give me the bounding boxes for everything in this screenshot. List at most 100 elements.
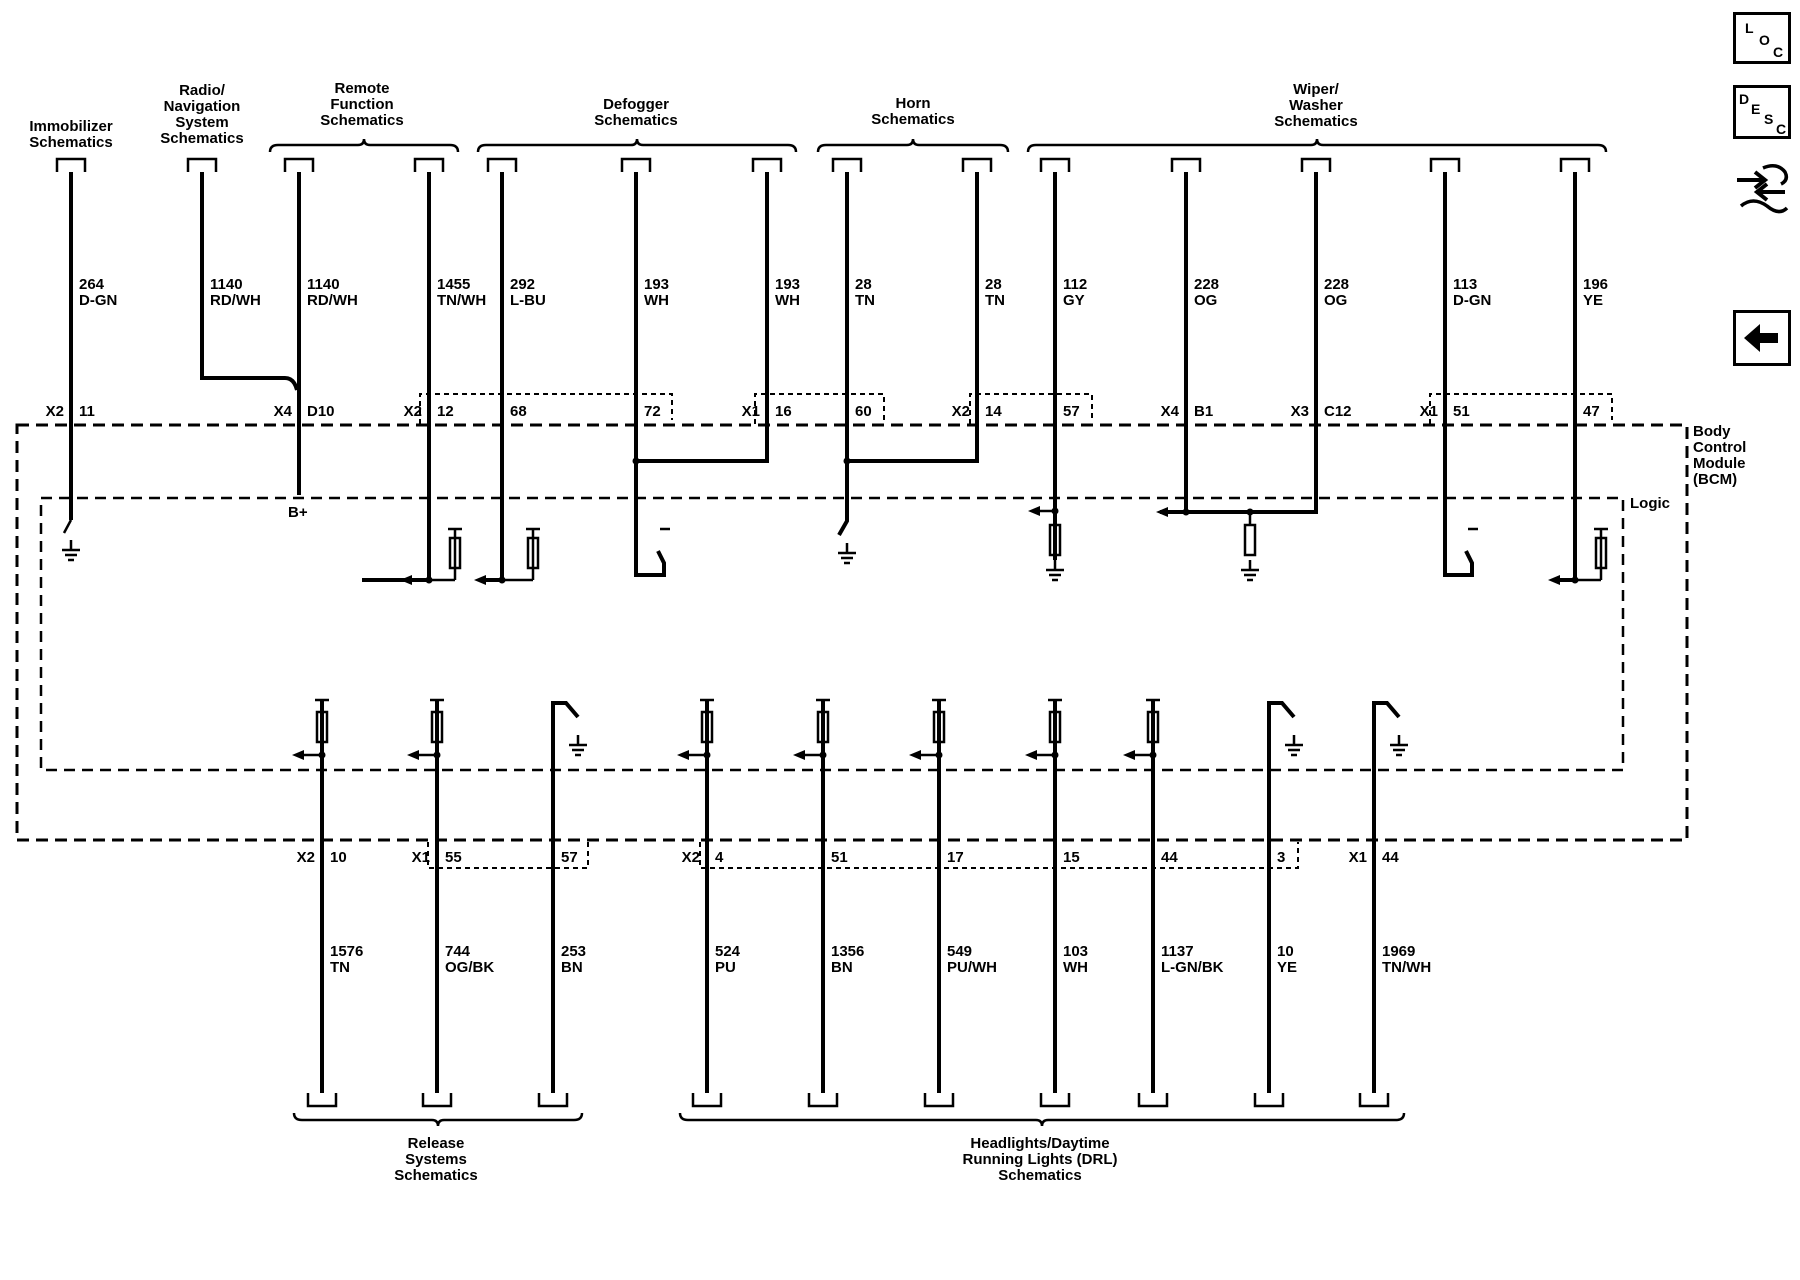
connector-terminal xyxy=(1429,157,1461,172)
junction-dot xyxy=(703,751,711,759)
connector-terminal xyxy=(1170,157,1202,172)
wire-color-code: L-GN/BK xyxy=(1161,959,1224,976)
wire-color-code: WH xyxy=(775,292,800,309)
description-button[interactable]: D E S C xyxy=(1733,85,1791,139)
logic-boundary xyxy=(39,496,1625,772)
top-group-label: Washer xyxy=(1289,97,1343,114)
wire-color-code: L-BU xyxy=(510,292,546,309)
ground-symbol xyxy=(838,543,856,565)
wire-color-code: TN xyxy=(985,292,1005,309)
pin-number: 55 xyxy=(445,849,462,866)
connector-terminal xyxy=(306,1093,338,1108)
logic-label: Logic xyxy=(1630,495,1670,512)
pin-number: 12 xyxy=(437,403,454,420)
description-letter-e: E xyxy=(1751,101,1761,117)
wire-switch-output xyxy=(1267,701,1296,1093)
pin-number: D10 xyxy=(307,403,335,420)
junction-dot xyxy=(1182,508,1190,516)
top-group-label: Immobilizer xyxy=(29,118,113,135)
connector-terminal xyxy=(486,157,518,172)
location-letter-c: C xyxy=(1773,44,1784,60)
bcm-label-3: (BCM) xyxy=(1693,471,1737,488)
connector-id: X1 xyxy=(1349,849,1367,866)
description-letter-d: D xyxy=(1739,91,1750,107)
group-bracket xyxy=(678,1112,1406,1127)
connector-id: X2 xyxy=(297,849,315,866)
ground-symbol xyxy=(1241,560,1259,582)
wire-circuit-number: 10 xyxy=(1277,943,1294,960)
connector-terminal xyxy=(55,157,87,172)
connector-repair-icon[interactable] xyxy=(1733,160,1791,220)
description-letter-s: S xyxy=(1764,111,1774,127)
top-group-label: Schematics xyxy=(594,112,677,129)
pin-number: 51 xyxy=(831,849,848,866)
wire-circuit-number: 1140 xyxy=(210,276,243,293)
pin-number: 14 xyxy=(985,403,1002,420)
signal-arrow xyxy=(1028,506,1040,516)
wire-color-code: D-GN xyxy=(79,292,117,309)
junction-dot xyxy=(433,751,441,759)
wire-circuit-number: 292 xyxy=(510,276,535,293)
internal-circuits xyxy=(419,393,1613,869)
connector-terminal xyxy=(1300,157,1332,172)
top-group-label: Defogger xyxy=(603,96,669,113)
wire-color-code: YE xyxy=(1277,959,1297,976)
top-group-label: Schematics xyxy=(871,111,954,128)
ground-symbol xyxy=(1046,560,1064,582)
wire-color-code: OG xyxy=(1324,292,1347,309)
ground-symbol xyxy=(1390,735,1408,757)
wire-circuit-number: 28 xyxy=(985,276,1002,293)
pin-number: 15 xyxy=(1063,849,1080,866)
wire-292 xyxy=(485,172,504,582)
bottom-group-label: Headlights/Daytime xyxy=(970,1135,1109,1152)
wire-color-code: YE xyxy=(1583,292,1603,309)
wire-circuit-number: 228 xyxy=(1194,276,1219,293)
wire-color-code: PU xyxy=(715,959,736,976)
junction-dot xyxy=(935,751,943,759)
wire-circuit-number: 744 xyxy=(445,943,471,960)
pin-number: 17 xyxy=(947,849,964,866)
wire-color-code: OG xyxy=(1194,292,1217,309)
wire-color-code: RD/WH xyxy=(307,292,358,309)
wire-switch-output xyxy=(1372,701,1401,1093)
pin-number: 10 xyxy=(330,849,347,866)
connector-terminal xyxy=(537,1093,569,1108)
connector-id: X1 xyxy=(1420,403,1438,420)
top-group-label: Navigation xyxy=(164,98,241,115)
switch-contact xyxy=(62,519,73,534)
location-button[interactable]: L O C xyxy=(1733,12,1791,64)
location-letter-o: O xyxy=(1759,32,1770,48)
bottom-group-label: Schematics xyxy=(998,1167,1081,1184)
wire-circuit-number: 112 xyxy=(1063,276,1087,293)
pin-number: 11 xyxy=(79,403,95,420)
wire-circuit-number: 524 xyxy=(715,943,741,960)
back-button[interactable] xyxy=(1733,310,1791,366)
wire-circuit-number: 1969 xyxy=(1382,943,1415,960)
connector-terminal xyxy=(413,157,445,172)
wire-color-code: D-GN xyxy=(1453,292,1491,309)
signal-arrow xyxy=(407,750,419,760)
signal-arrow xyxy=(909,750,921,760)
signal-arrow xyxy=(793,750,805,760)
connector-terminal xyxy=(691,1093,723,1108)
signal-arrow xyxy=(292,750,304,760)
resistor xyxy=(448,536,462,570)
connector-shell xyxy=(969,393,1093,424)
junction-dot xyxy=(1051,751,1059,759)
wire-color-code: BN xyxy=(561,959,583,976)
top-group-label: Schematics xyxy=(160,130,243,147)
bplus-label: B+ xyxy=(288,504,308,521)
connector-terminal xyxy=(1253,1093,1285,1108)
ground-symbol xyxy=(569,735,587,757)
connector-id: X1 xyxy=(412,849,430,866)
wire-circuit-number: 253 xyxy=(561,943,586,960)
wire-color-code: TN/WH xyxy=(1382,959,1431,976)
wire-color-code: TN xyxy=(855,292,875,309)
group-bracket xyxy=(1026,138,1608,153)
resistor xyxy=(1048,523,1062,557)
group-bracket xyxy=(268,138,460,153)
signal-arrow xyxy=(474,575,486,585)
signal-arrow xyxy=(400,575,412,585)
pin-number: 44 xyxy=(1382,849,1399,866)
wire-1455 xyxy=(362,172,431,582)
